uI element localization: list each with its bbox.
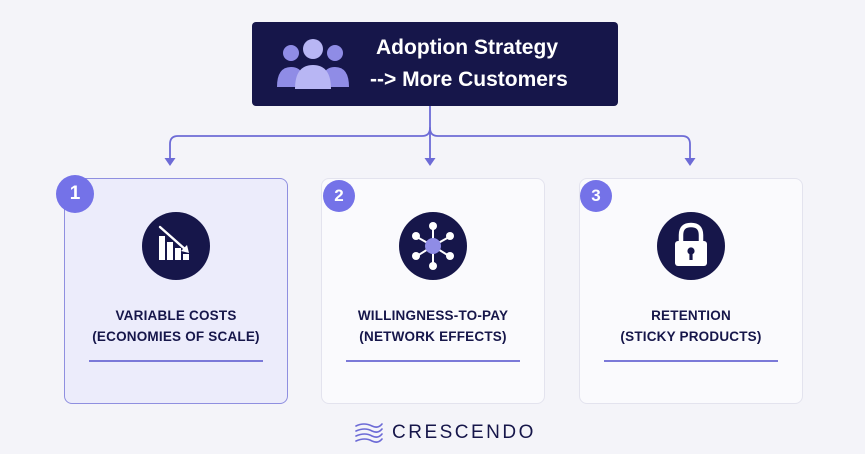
header-title: Adoption Strategy --> More Customers bbox=[370, 22, 568, 106]
card-title: VARIABLE COSTS (ECONOMIES OF SCALE) bbox=[65, 305, 287, 347]
card-title: WILLINGNESS-TO-PAY (NETWORK EFFECTS) bbox=[322, 305, 544, 347]
crescendo-wave-logo-icon bbox=[355, 423, 383, 443]
card-variable-costs: VARIABLE COSTS (ECONOMIES OF SCALE) bbox=[64, 178, 288, 404]
header-title-line1: Adoption Strategy bbox=[376, 36, 558, 59]
crescendo-logo: CRESCENDO bbox=[354, 418, 536, 448]
declining-bar-chart-icon bbox=[142, 212, 210, 280]
card-divider bbox=[604, 360, 778, 362]
people-group-icon bbox=[277, 39, 349, 89]
card-willingness-to-pay: WILLINGNESS-TO-PAY (NETWORK EFFECTS) bbox=[321, 178, 545, 404]
header-box: Adoption Strategy --> More Customers bbox=[252, 22, 618, 106]
step-number-badge: 1 bbox=[56, 175, 94, 213]
header-title-line2: --> More Customers bbox=[370, 68, 568, 91]
logo-text: CRESCENDO bbox=[392, 422, 536, 443]
step-number-badge: 2 bbox=[323, 180, 355, 212]
card-title-line2: (STICKY PRODUCTS) bbox=[620, 329, 762, 344]
card-title-line2: (NETWORK EFFECTS) bbox=[359, 329, 507, 344]
card-divider bbox=[89, 360, 263, 362]
card-retention: RETENTION (STICKY PRODUCTS) bbox=[579, 178, 803, 404]
card-title-line1: RETENTION bbox=[651, 308, 731, 323]
network-nodes-icon bbox=[399, 212, 467, 280]
padlock-icon bbox=[657, 212, 725, 280]
card-title: RETENTION (STICKY PRODUCTS) bbox=[580, 305, 802, 347]
card-title-line2: (ECONOMIES OF SCALE) bbox=[92, 329, 260, 344]
card-title-line1: VARIABLE COSTS bbox=[115, 308, 237, 323]
card-title-line1: WILLINGNESS-TO-PAY bbox=[357, 308, 509, 323]
card-divider bbox=[346, 360, 520, 362]
step-number-badge: 3 bbox=[580, 180, 612, 212]
